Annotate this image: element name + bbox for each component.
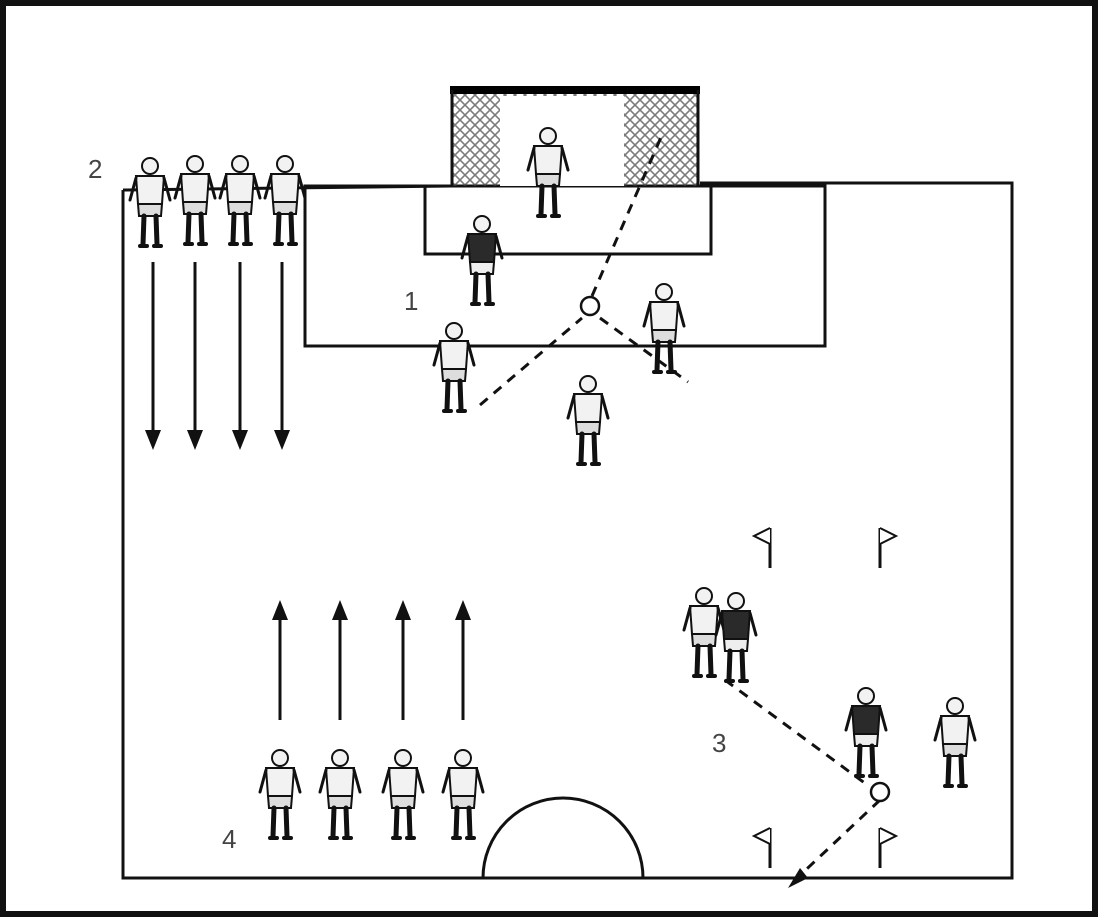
ball-icon (581, 297, 599, 315)
goal (450, 90, 700, 186)
goal-interior (500, 96, 624, 186)
drill-label-1: 1 (404, 286, 418, 316)
drill-label-2: 2 (88, 154, 102, 184)
drill-label-4: 4 (222, 824, 236, 854)
drill-label-3: 3 (712, 728, 726, 758)
ball-icon (871, 783, 889, 801)
